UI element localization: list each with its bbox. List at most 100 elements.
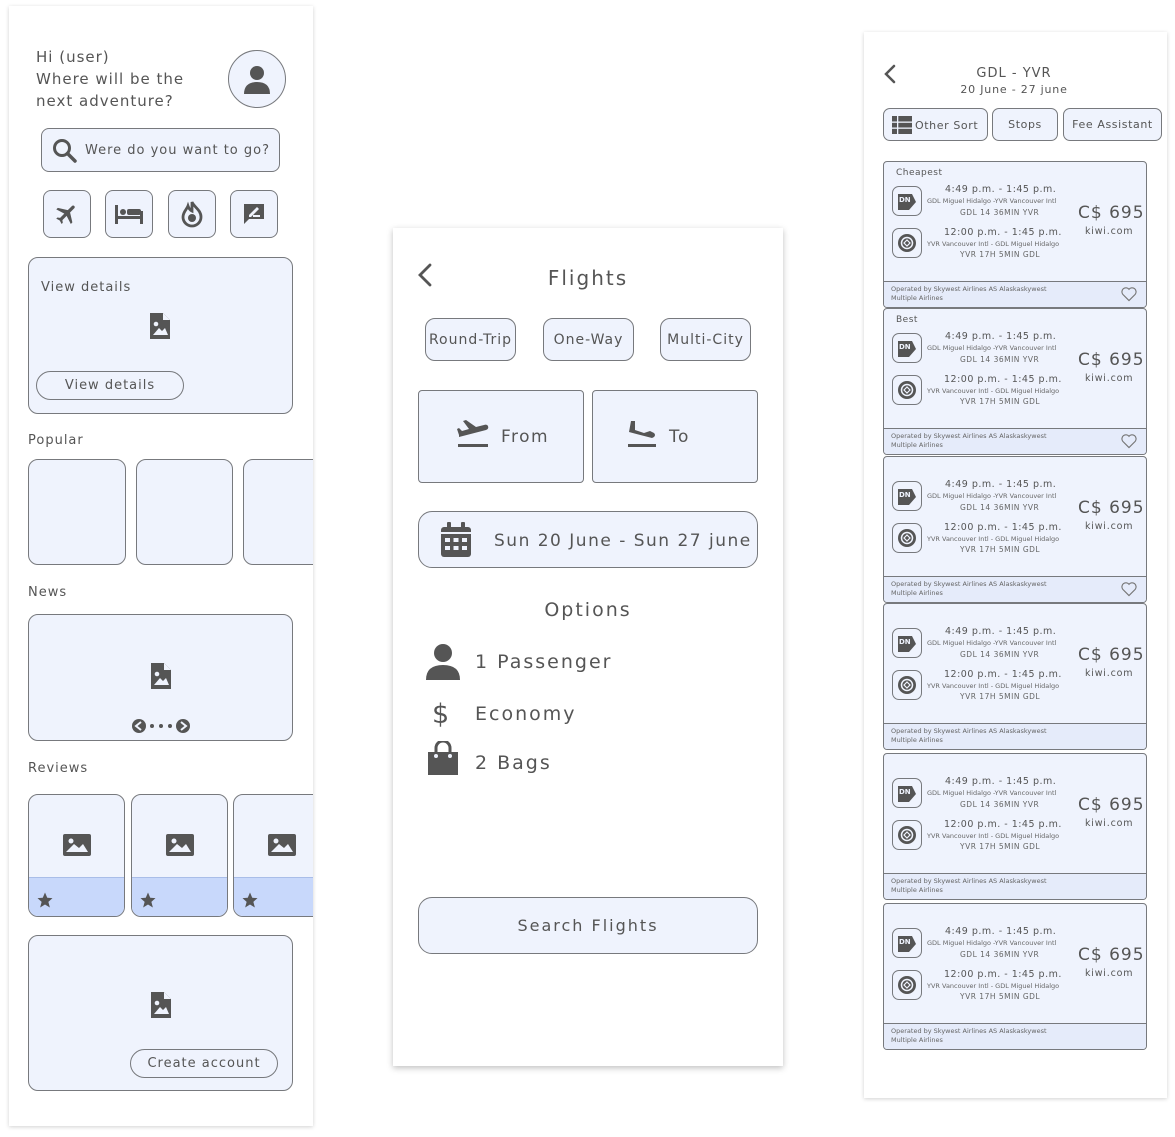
create-account-button[interactable]: Create account — [130, 1049, 278, 1078]
review-card[interactable] — [131, 794, 228, 917]
outbound-airline-logo: DN — [892, 778, 922, 808]
image-file-icon — [150, 313, 170, 339]
search-flights-button[interactable]: Search Flights — [418, 897, 758, 954]
outbound-airline-logo: DN — [892, 628, 922, 658]
route-title: GDL - YVR — [976, 66, 1052, 81]
operator-footer: Operated by Skywest Airlines AS Alaskask… — [884, 576, 1146, 602]
price: C$ 695 — [1078, 945, 1145, 965]
return-airline-logo — [892, 523, 922, 553]
avatar[interactable] — [228, 50, 286, 108]
return-airline-logo — [892, 375, 922, 405]
back-arrow-icon[interactable] — [415, 262, 435, 288]
passengers-label: 1 Passenger — [475, 651, 613, 673]
review-card[interactable] — [233, 794, 313, 917]
return-duration: YVR 17H 5MIN GDL — [960, 842, 1041, 851]
favorite-button[interactable] — [1120, 286, 1138, 306]
other-sort-button[interactable]: Other Sort — [883, 108, 988, 141]
popular-card[interactable] — [28, 459, 126, 565]
other-sort-label: Other Sort — [915, 119, 979, 132]
category-trending-button[interactable] — [168, 190, 216, 238]
return-duration: YVR 17H 5MIN GDL — [960, 397, 1041, 406]
category-hotels-button[interactable] — [105, 190, 153, 238]
operator-line: Operated by Skywest Airlines AS Alaskask… — [891, 877, 1047, 885]
account-card: Create account — [28, 935, 293, 1091]
calendar-icon — [441, 522, 471, 557]
operator-line-2: Multiple Airlines — [891, 886, 943, 894]
list-view-icon — [892, 116, 912, 134]
outbound-duration: GDL 14 36MIN YVR — [960, 800, 1040, 809]
heart-icon — [1121, 287, 1137, 302]
date-field[interactable]: Sun 20 June - Sun 27 june — [418, 511, 758, 568]
operator-text: Operated by Skywest Airlines AS Alaskask… — [891, 580, 1047, 598]
return-duration: YVR 17H 5MIN GDL — [960, 545, 1041, 554]
bed-icon — [115, 205, 143, 224]
svg-text:DN: DN — [899, 788, 911, 796]
plane-icon — [56, 205, 75, 224]
message-edit-icon — [244, 204, 264, 224]
return-route: YVR Vancouver Intl - GDL Miguel Hidalgo — [927, 387, 1060, 395]
operator-text: Operated by Skywest Airlines AS Alaskask… — [891, 1027, 1047, 1045]
booking-site: kiwi.com — [1085, 226, 1134, 237]
passengers-option[interactable]: 1 Passenger — [424, 640, 674, 680]
outbound-times: 4:49 p.m. - 1:45 p.m. — [945, 776, 1057, 787]
star-icon — [242, 892, 258, 908]
from-field[interactable]: From — [418, 390, 584, 483]
page-title: Flights — [547, 266, 629, 290]
bags-option[interactable]: 2 Bags — [424, 741, 674, 781]
price: C$ 695 — [1078, 645, 1145, 665]
category-flights-button[interactable] — [43, 190, 91, 238]
operator-line-2: Multiple Airlines — [891, 294, 943, 302]
return-duration: YVR 17H 5MIN GDL — [960, 992, 1041, 1001]
airline-logo-icon: DN — [898, 341, 916, 357]
price: C$ 695 — [1078, 795, 1145, 815]
back-arrow-icon[interactable] — [882, 63, 898, 85]
to-field[interactable]: To — [592, 390, 758, 483]
popular-heading: Popular — [28, 433, 84, 448]
outbound-airline-logo: DN — [892, 333, 922, 363]
operator-line: Operated by Skywest Airlines AS Alaskask… — [891, 285, 1047, 293]
return-route: YVR Vancouver Intl - GDL Miguel Hidalgo — [927, 535, 1060, 543]
airline-logo-icon: DN — [898, 636, 916, 652]
favorite-button[interactable] — [1120, 433, 1138, 453]
news-card[interactable] — [28, 614, 293, 741]
user-icon — [244, 66, 270, 94]
operator-footer: Operated by Skywest Airlines AS Alaskask… — [884, 873, 1146, 899]
heart-icon — [1121, 582, 1137, 597]
airline-logo-icon — [898, 234, 916, 252]
carousel-pager-icon[interactable] — [130, 717, 192, 735]
stops-button[interactable]: Stops — [992, 108, 1058, 141]
popular-card[interactable] — [136, 459, 233, 565]
popular-card[interactable] — [243, 459, 313, 565]
search-input[interactable]: Were do you want to go? — [41, 128, 280, 172]
greeting-line-3: next adventure? — [36, 92, 174, 110]
view-details-button[interactable]: View details — [36, 371, 184, 400]
operator-line-2: Multiple Airlines — [891, 441, 943, 449]
to-label: To — [669, 427, 690, 447]
return-airline-logo — [892, 228, 922, 258]
cabin-option[interactable]: $ Economy — [424, 697, 674, 733]
outbound-duration: GDL 14 36MIN YVR — [960, 503, 1040, 512]
review-card[interactable] — [28, 794, 125, 917]
outbound-times: 4:49 p.m. - 1:45 p.m. — [945, 479, 1057, 490]
return-route: YVR Vancouver Intl - GDL Miguel Hidalgo — [927, 982, 1060, 990]
home-screen: Hi (user) Where will be the next adventu… — [9, 6, 313, 1126]
trip-type-multi-city[interactable]: Multi-City — [660, 318, 751, 361]
greeting-line-1: Hi (user) — [36, 48, 110, 66]
trip-type-round-trip[interactable]: Round-Trip — [425, 318, 516, 361]
outbound-airline-logo: DN — [892, 481, 922, 511]
fee-assistant-button[interactable]: Fee Assistant — [1063, 108, 1162, 141]
outbound-route: GDL Miguel Hidalgo -YVR Vancouver Intl — [927, 197, 1057, 205]
trip-type-one-way[interactable]: One-Way — [543, 318, 634, 361]
from-label: From — [501, 427, 550, 447]
favorite-button[interactable] — [1120, 581, 1138, 601]
search-placeholder: Were do you want to go? — [85, 143, 270, 158]
star-icon — [140, 892, 156, 908]
return-airline-logo — [892, 970, 922, 1000]
category-messages-button[interactable] — [230, 190, 278, 238]
